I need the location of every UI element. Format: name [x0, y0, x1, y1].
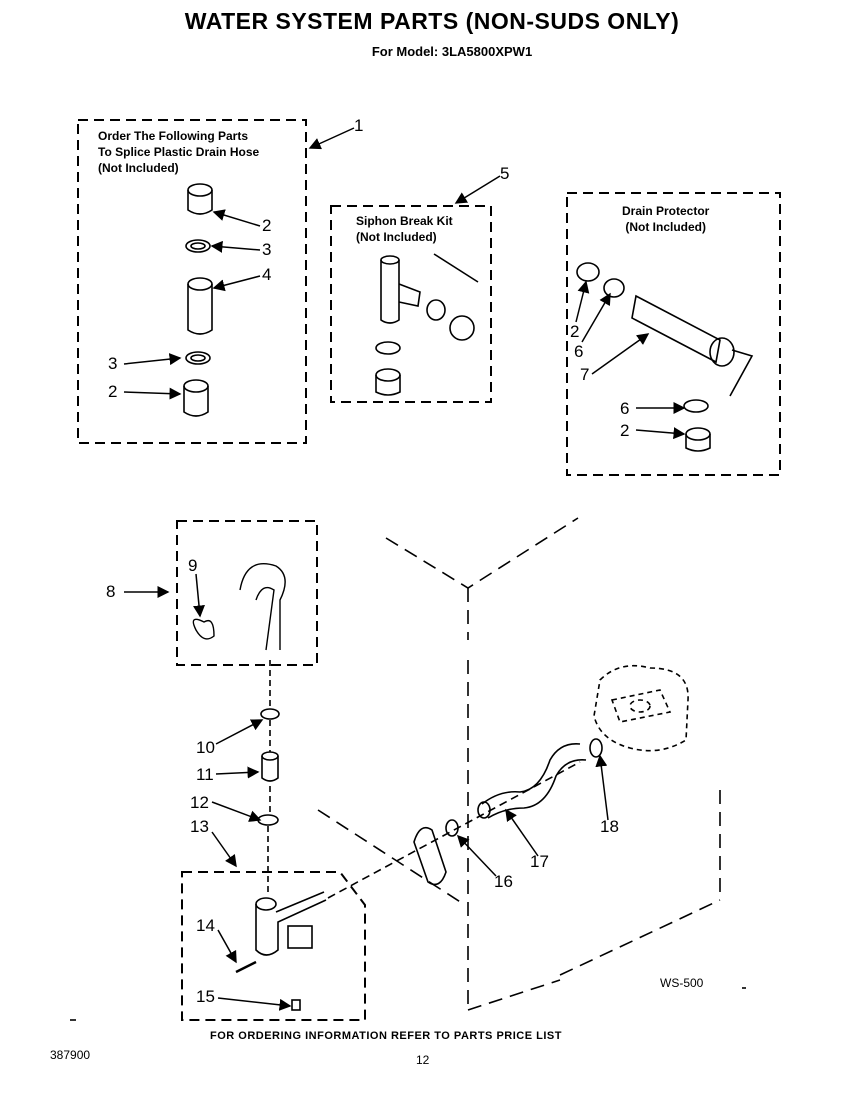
- pump-outline: [593, 664, 689, 752]
- callout-2-protector-bottom: 2: [620, 421, 630, 440]
- corrugated-hose: [192, 563, 286, 651]
- hose-assembly: [257, 660, 280, 896]
- callout-2-protector: 2: [570, 322, 580, 341]
- callout-9: 9: [188, 556, 198, 575]
- protector-box: [566, 192, 781, 476]
- splice-box-label: Order The Following Parts To Splice Plas…: [98, 128, 259, 176]
- drawing-code: WS-500: [660, 976, 704, 990]
- callout-6-protector-top: 6: [574, 342, 584, 361]
- callout-5: 5: [500, 164, 510, 183]
- drain-fitting: [235, 891, 327, 1011]
- dashed-boxes: [77, 119, 781, 1021]
- callout-15: 15: [196, 987, 215, 1006]
- callout-2-bottom: 2: [108, 382, 118, 401]
- callout-7: 7: [580, 365, 590, 384]
- drain-line: [327, 738, 603, 899]
- callout-3-top: 3: [262, 240, 272, 259]
- callout-17: 17: [530, 852, 549, 871]
- page-number: 12: [416, 1053, 430, 1067]
- protector-parts: [576, 262, 754, 452]
- callout-12: 12: [190, 793, 209, 812]
- callout-11: 11: [196, 765, 214, 784]
- protector-label-line1: Drain Protector: [622, 204, 710, 218]
- siphon-label-line1: Siphon Break Kit: [356, 214, 453, 228]
- callout-18: 18: [600, 817, 619, 836]
- siphon-parts: [375, 253, 479, 396]
- page-title: WATER SYSTEM PARTS (NON-SUDS ONLY): [184, 8, 680, 34]
- part-number: 387900: [50, 1048, 91, 1062]
- callout-4: 4: [262, 265, 272, 284]
- model-subtitle: For Model: 3LA5800XPW1: [371, 44, 533, 59]
- cabinet-outline: [317, 517, 721, 1011]
- callout-14: 14: [196, 916, 215, 935]
- callout-8: 8: [106, 582, 116, 601]
- callout-3-bottom: 3: [108, 354, 118, 373]
- callout-16: 16: [494, 872, 513, 891]
- splice-box: [77, 119, 307, 444]
- ordering-note: FOR ORDERING INFORMATION REFER TO PARTS …: [210, 1030, 562, 1042]
- splice-label-line1: Order The Following Parts: [98, 129, 249, 143]
- siphon-box-label: Siphon Break Kit (Not Included): [356, 213, 453, 245]
- splice-label-line3: (Not Included): [98, 161, 179, 175]
- leader-lines: [123, 127, 686, 1011]
- callout-10: 10: [196, 738, 215, 757]
- siphon-box: [330, 205, 492, 403]
- callout-6-protector-bottom: 6: [620, 399, 630, 418]
- splice-label-line2: To Splice Plastic Drain Hose: [98, 145, 260, 159]
- hose-box: [176, 520, 318, 666]
- splice-parts: [183, 183, 213, 417]
- siphon-label-line2: (Not Included): [356, 230, 437, 244]
- callout-2-top: 2: [262, 216, 272, 235]
- callout-13: 13: [190, 817, 209, 836]
- callout-1: 1: [354, 116, 364, 135]
- protector-label-line2: (Not Included): [625, 220, 706, 234]
- drain-box: [181, 871, 366, 1021]
- protector-box-label: Drain Protector (Not Included): [622, 203, 709, 235]
